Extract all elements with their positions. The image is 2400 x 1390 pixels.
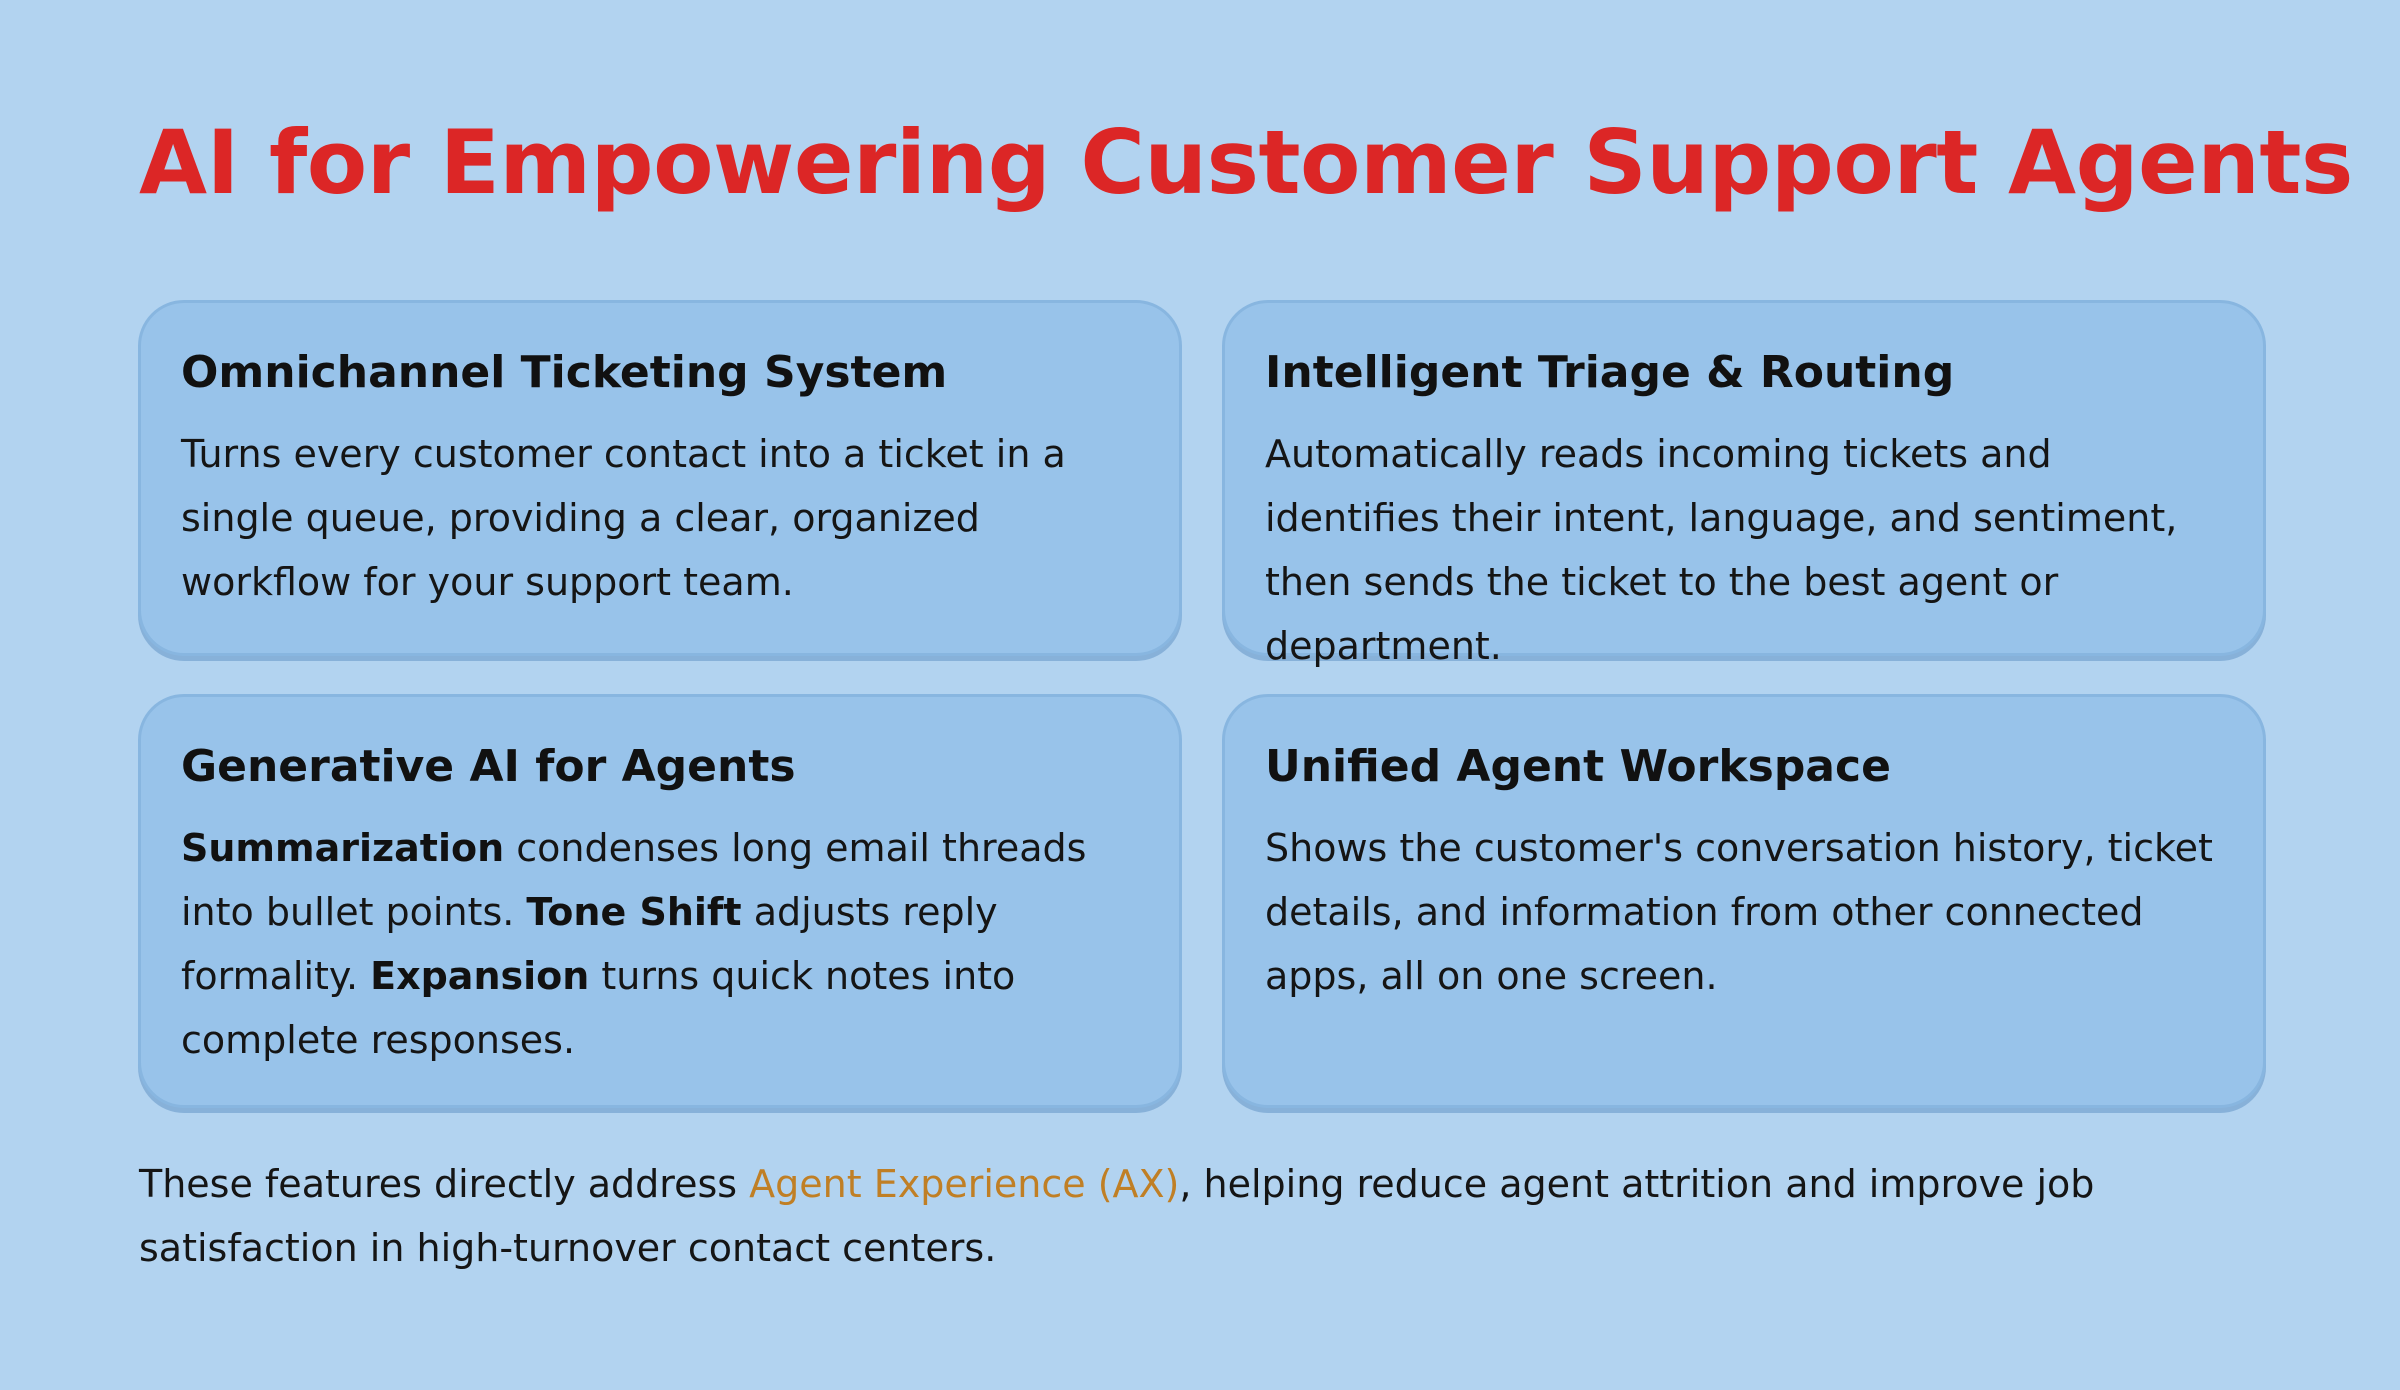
feature-card-generative-ai: Generative AI for Agents Summarization c…: [138, 694, 1182, 1108]
term-summarization: Summarization: [181, 825, 505, 870]
term-tone-shift: Tone Shift: [526, 889, 742, 934]
card-description: Turns every customer contact into a tick…: [181, 431, 1066, 604]
page-title: AI for Empowering Customer Support Agent…: [139, 111, 2353, 214]
card-title: Generative AI for Agents: [181, 741, 796, 792]
card-title: Omnichannel Ticketing System: [181, 347, 948, 398]
card-title: Intelligent Triage & Routing: [1265, 347, 1955, 398]
footer-text-before: These features directly address: [139, 1162, 750, 1206]
term-tone-shift-text: adjusts reply formality.: [181, 889, 998, 998]
term-summarization-text: condenses long email threads into bullet…: [181, 825, 1087, 934]
card-description: Summarization condenses long email threa…: [181, 816, 1139, 1072]
feature-card-intelligent-triage: Intelligent Triage & Routing Automatical…: [1222, 300, 2266, 668]
term-expansion-text: turns quick notes into complete response…: [181, 953, 1016, 1062]
footer-highlight-ax: Agent Experience (AX): [749, 1162, 1180, 1206]
feature-grid: Omnichannel Ticketing System Turns every…: [138, 300, 2266, 1108]
footer-note: These features directly address Agent Ex…: [139, 1152, 2279, 1280]
feature-card-unified-workspace: Unified Agent Workspace Shows the custom…: [1222, 694, 2266, 1108]
card-description: Automatically reads incoming tickets and…: [1265, 431, 2178, 668]
term-expansion: Expansion: [370, 953, 590, 998]
footer-text-after: , helping reduce agent attrition and imp…: [139, 1162, 2095, 1270]
feature-card-omnichannel-ticketing: Omnichannel Ticketing System Turns every…: [138, 300, 1182, 656]
card-description: Shows the customer's conversation histor…: [1265, 825, 2213, 998]
card-title: Unified Agent Workspace: [1265, 741, 1891, 792]
